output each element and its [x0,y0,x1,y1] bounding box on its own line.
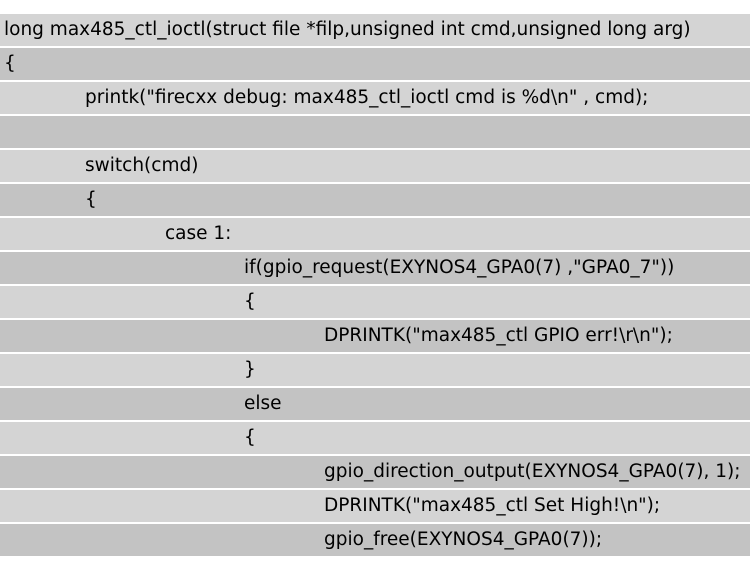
code-line-14: gpio_direction_output(EXYNOS4_GPA0(7), 1… [0,456,750,488]
code-line-8: if(gpio_request(EXYNOS4_GPA0(7) ,"GPA0_7… [0,252,750,284]
code-line-9: { [0,286,750,318]
code-line-16: gpio_free(EXYNOS4_GPA0(7)); [0,524,750,556]
code-line-7: case 1: [0,218,750,250]
code-line-1: long max485_ctl_ioctl(struct file *filp,… [0,14,750,46]
code-line-4 [0,116,750,148]
code-line-6: { [0,184,750,216]
code-listing: long max485_ctl_ioctl(struct file *filp,… [0,14,750,556]
code-line-11: } [0,354,750,386]
code-line-12: else [0,388,750,420]
code-line-2: { [0,48,750,80]
code-line-10: DPRINTK("max485_ctl GPIO err!\r\n"); [0,320,750,352]
code-line-3: printk("firecxx debug: max485_ctl_ioctl … [0,82,750,114]
code-line-15: DPRINTK("max485_ctl Set High!\n"); [0,490,750,522]
code-line-13: { [0,422,750,454]
code-line-5: switch(cmd) [0,150,750,182]
